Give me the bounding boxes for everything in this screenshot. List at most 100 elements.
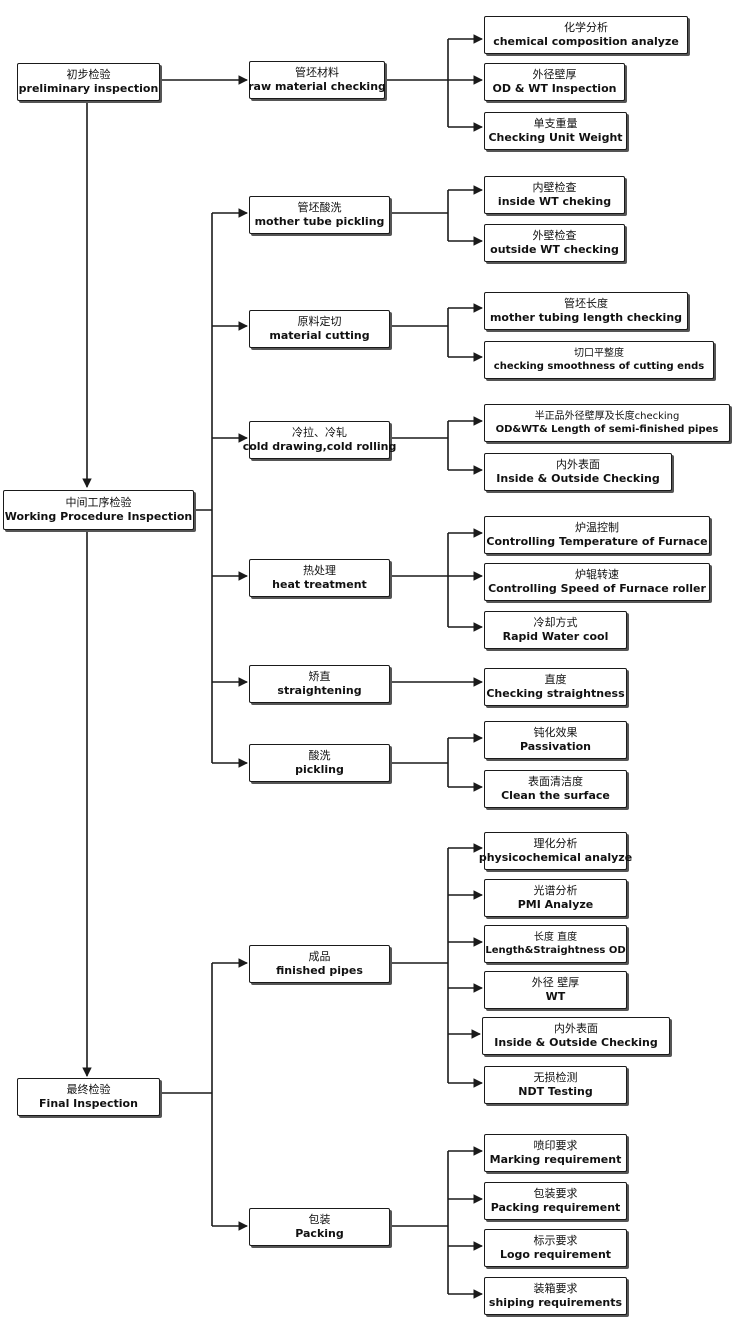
step-label-en: heat treatment xyxy=(272,578,367,591)
check-chemical-composition: 化学分析 chemical composition analyze xyxy=(484,16,688,54)
check-label-zh: 外径壁厚 xyxy=(532,67,577,81)
step-label-en: straightening xyxy=(277,684,362,697)
stage-working-en: Working Procedure Inspection xyxy=(4,510,193,523)
check-label-en: Checking Unit Weight xyxy=(488,131,623,144)
step-label-en: cold drawing,cold rolling xyxy=(242,440,397,453)
stage-preliminary-zh: 初步检验 xyxy=(66,67,111,81)
step-material-cutting: 原料定切 material cutting xyxy=(249,310,390,348)
check-label-zh: 表面清洁度 xyxy=(528,774,583,788)
check-label-zh: 包装要求 xyxy=(533,1186,578,1200)
check-label-zh: 化学分析 xyxy=(564,20,608,34)
check-inside-outside-surface: 内外表面 Inside & Outside Checking xyxy=(484,453,672,491)
check-packing-requirement: 包装要求 Packing requirement xyxy=(484,1182,627,1220)
check-straightness: 直度 Checking straightness xyxy=(484,668,627,706)
check-label-en: Passivation xyxy=(519,740,592,753)
check-shipping-requirements: 装箱要求 shiping requirements xyxy=(484,1277,627,1315)
check-label-en: checking smoothness of cutting ends xyxy=(493,361,705,372)
check-label-zh: 切口平整度 xyxy=(574,348,624,359)
step-label-en: raw material checking xyxy=(248,80,386,93)
step-label-zh: 管坯酸洗 xyxy=(297,200,342,214)
stage-preliminary-en: preliminary inspection xyxy=(18,82,159,95)
stage-final-zh: 最终检验 xyxy=(66,1082,111,1096)
check-label-en: NDT Testing xyxy=(518,1085,593,1098)
check-rapid-water-cool: 冷却方式 Rapid Water cool xyxy=(484,611,627,649)
check-physicochemical: 理化分析 physicochemical analyze xyxy=(479,832,632,870)
check-logo-requirement: 标示要求 Logo requirement xyxy=(484,1229,627,1267)
step-label-zh: 矫直 xyxy=(308,669,331,683)
step-label-zh: 酸洗 xyxy=(308,748,331,762)
stage-final-en: Final Inspection xyxy=(39,1097,138,1110)
check-label-en: Logo requirement xyxy=(499,1248,612,1261)
step-raw-material-checking: 管坯材料 raw material checking xyxy=(248,61,386,99)
check-semi-finished-dimensions: 半正品外径壁厚及长度checking OD&WT& Length of semi… xyxy=(484,404,730,442)
step-label-zh: 成品 xyxy=(308,949,331,963)
check-length-straightness-od: 长度 直度 Length&Straightness OD xyxy=(484,925,627,963)
check-label-en: PMI Analyze xyxy=(517,898,594,911)
step-mother-tube-pickling: 管坯酸洗 mother tube pickling xyxy=(249,196,390,234)
check-clean-surface: 表面清洁度 Clean the surface xyxy=(484,770,627,808)
check-label-zh: 长度 直度 xyxy=(533,932,578,943)
check-marking-requirement: 喷印要求 Marking requirement xyxy=(484,1134,627,1172)
step-pickling: 酸洗 pickling xyxy=(249,744,390,782)
stage-working-zh: 中间工序检验 xyxy=(65,495,132,509)
check-label-en: Controlling Speed of Furnace roller xyxy=(488,582,706,595)
check-cutting-ends-smoothness: 切口平整度 checking smoothness of cutting end… xyxy=(484,341,714,379)
check-label-en: Checking straightness xyxy=(486,687,625,700)
check-label-zh: 管坯长度 xyxy=(564,296,608,310)
check-outside-wt: 外壁检查 outside WT checking xyxy=(484,224,625,262)
check-label-zh: 钝化效果 xyxy=(533,725,578,739)
check-label-zh: 光谱分析 xyxy=(533,883,578,897)
step-label-en: material cutting xyxy=(269,329,370,342)
check-label-en: Rapid Water cool xyxy=(502,630,609,643)
step-label-zh: 热处理 xyxy=(303,563,336,577)
check-pmi-analyze: 光谱分析 PMI Analyze xyxy=(484,879,627,917)
check-label-zh: 喷印要求 xyxy=(533,1138,578,1152)
check-label-zh: 内壁检查 xyxy=(532,180,577,194)
check-label-en: inside WT cheking xyxy=(497,195,612,208)
step-label-en: mother tube pickling xyxy=(254,215,385,228)
step-cold-drawing-rolling: 冷拉、冷轧 cold drawing,cold rolling xyxy=(243,421,396,459)
check-label-en: Marking requirement xyxy=(489,1153,622,1166)
check-label-en: WT xyxy=(545,990,566,1003)
check-label-zh: 外壁检查 xyxy=(532,228,577,242)
check-label-zh: 单支重量 xyxy=(533,116,578,130)
check-furnace-temperature: 炉温控制 Controlling Temperature of Furnace xyxy=(484,516,710,554)
check-label-en: Inside & Outside Checking xyxy=(496,472,660,485)
check-label-en: OD&WT& Length of semi-finished pipes xyxy=(495,424,719,435)
check-label-en: mother tubing length checking xyxy=(489,311,683,324)
check-od-wt: 外径 壁厚 WT xyxy=(484,971,627,1009)
step-label-en: Packing xyxy=(295,1227,344,1240)
check-label-zh: 半正品外径壁厚及长度checking xyxy=(534,411,680,422)
check-label-zh: 炉辊转速 xyxy=(575,567,619,581)
check-label-zh: 外径 壁厚 xyxy=(531,975,580,989)
step-label-zh: 管坯材料 xyxy=(295,65,339,79)
check-mother-tubing-length: 管坯长度 mother tubing length checking xyxy=(484,292,688,330)
step-label-en: pickling xyxy=(295,763,344,776)
check-passivation: 钝化效果 Passivation xyxy=(484,721,627,759)
check-label-zh: 直度 xyxy=(544,672,567,686)
check-label-en: physicochemical analyze xyxy=(478,851,633,864)
check-label-en: OD & WT Inspection xyxy=(492,82,617,95)
check-label-en: Clean the surface xyxy=(501,789,610,802)
step-label-en: finished pipes xyxy=(276,964,363,977)
step-straightening: 矫直 straightening xyxy=(249,665,390,703)
step-label-zh: 原料定切 xyxy=(297,314,342,328)
check-label-en: chemical composition analyze xyxy=(493,35,679,48)
check-label-en: Length&Straightness OD xyxy=(485,945,626,956)
check-od-wt-inspection: 外径壁厚 OD & WT Inspection xyxy=(484,63,625,101)
check-label-zh: 理化分析 xyxy=(533,836,578,850)
check-unit-weight: 单支重量 Checking Unit Weight xyxy=(484,112,627,150)
check-ndt-testing: 无损检测 NDT Testing xyxy=(484,1066,627,1104)
step-packing: 包装 Packing xyxy=(249,1208,390,1246)
check-label-zh: 内外表面 xyxy=(554,1021,598,1035)
step-label-zh: 包装 xyxy=(308,1212,331,1226)
check-label-en: outside WT checking xyxy=(490,243,619,256)
check-label-en: Controlling Temperature of Furnace xyxy=(486,535,708,548)
check-label-zh: 标示要求 xyxy=(533,1233,578,1247)
check-inside-wt: 内壁检查 inside WT cheking xyxy=(484,176,625,214)
check-label-en: Inside & Outside Checking xyxy=(494,1036,658,1049)
check-label-zh: 无损检测 xyxy=(533,1070,578,1084)
stage-final-inspection: 最终检验 Final Inspection xyxy=(17,1078,160,1116)
